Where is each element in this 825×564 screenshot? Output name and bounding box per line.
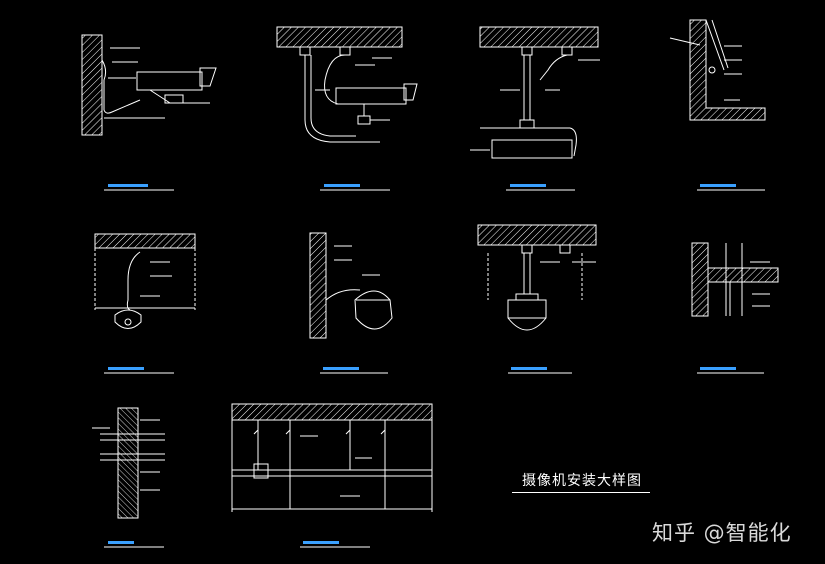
main-title-underline bbox=[512, 492, 650, 493]
caption-text-mark bbox=[108, 184, 148, 187]
detail-ceiling-dome-camera bbox=[94, 233, 196, 329]
caption-text-mark bbox=[510, 184, 546, 187]
caption-text-mark bbox=[108, 541, 134, 544]
detail-ceiling-box-camera bbox=[276, 26, 418, 143]
caption-text-mark bbox=[511, 367, 547, 370]
caption-text-mark bbox=[700, 367, 736, 370]
watermark-text: 知乎 @智能化 bbox=[652, 521, 792, 545]
detail-slab-section bbox=[691, 242, 779, 317]
caption-text-mark bbox=[108, 367, 144, 370]
detail-pole-dome-camera bbox=[477, 224, 597, 331]
detail-wall-ptz-dome bbox=[309, 232, 393, 339]
caption-text-mark bbox=[323, 367, 359, 370]
detail-wall-corner-section bbox=[669, 19, 766, 121]
drawing-main-title: 摄像机安装大样图 bbox=[522, 473, 642, 489]
detail-pole-box-camera bbox=[470, 26, 600, 159]
detail-wall-penetration bbox=[92, 407, 165, 519]
detail-ceiling-conduit-run bbox=[231, 403, 433, 512]
detail-wall-box-camera bbox=[81, 34, 217, 136]
caption-text-mark bbox=[324, 184, 360, 187]
caption-text-mark bbox=[303, 541, 339, 544]
caption-text-mark bbox=[700, 184, 736, 187]
